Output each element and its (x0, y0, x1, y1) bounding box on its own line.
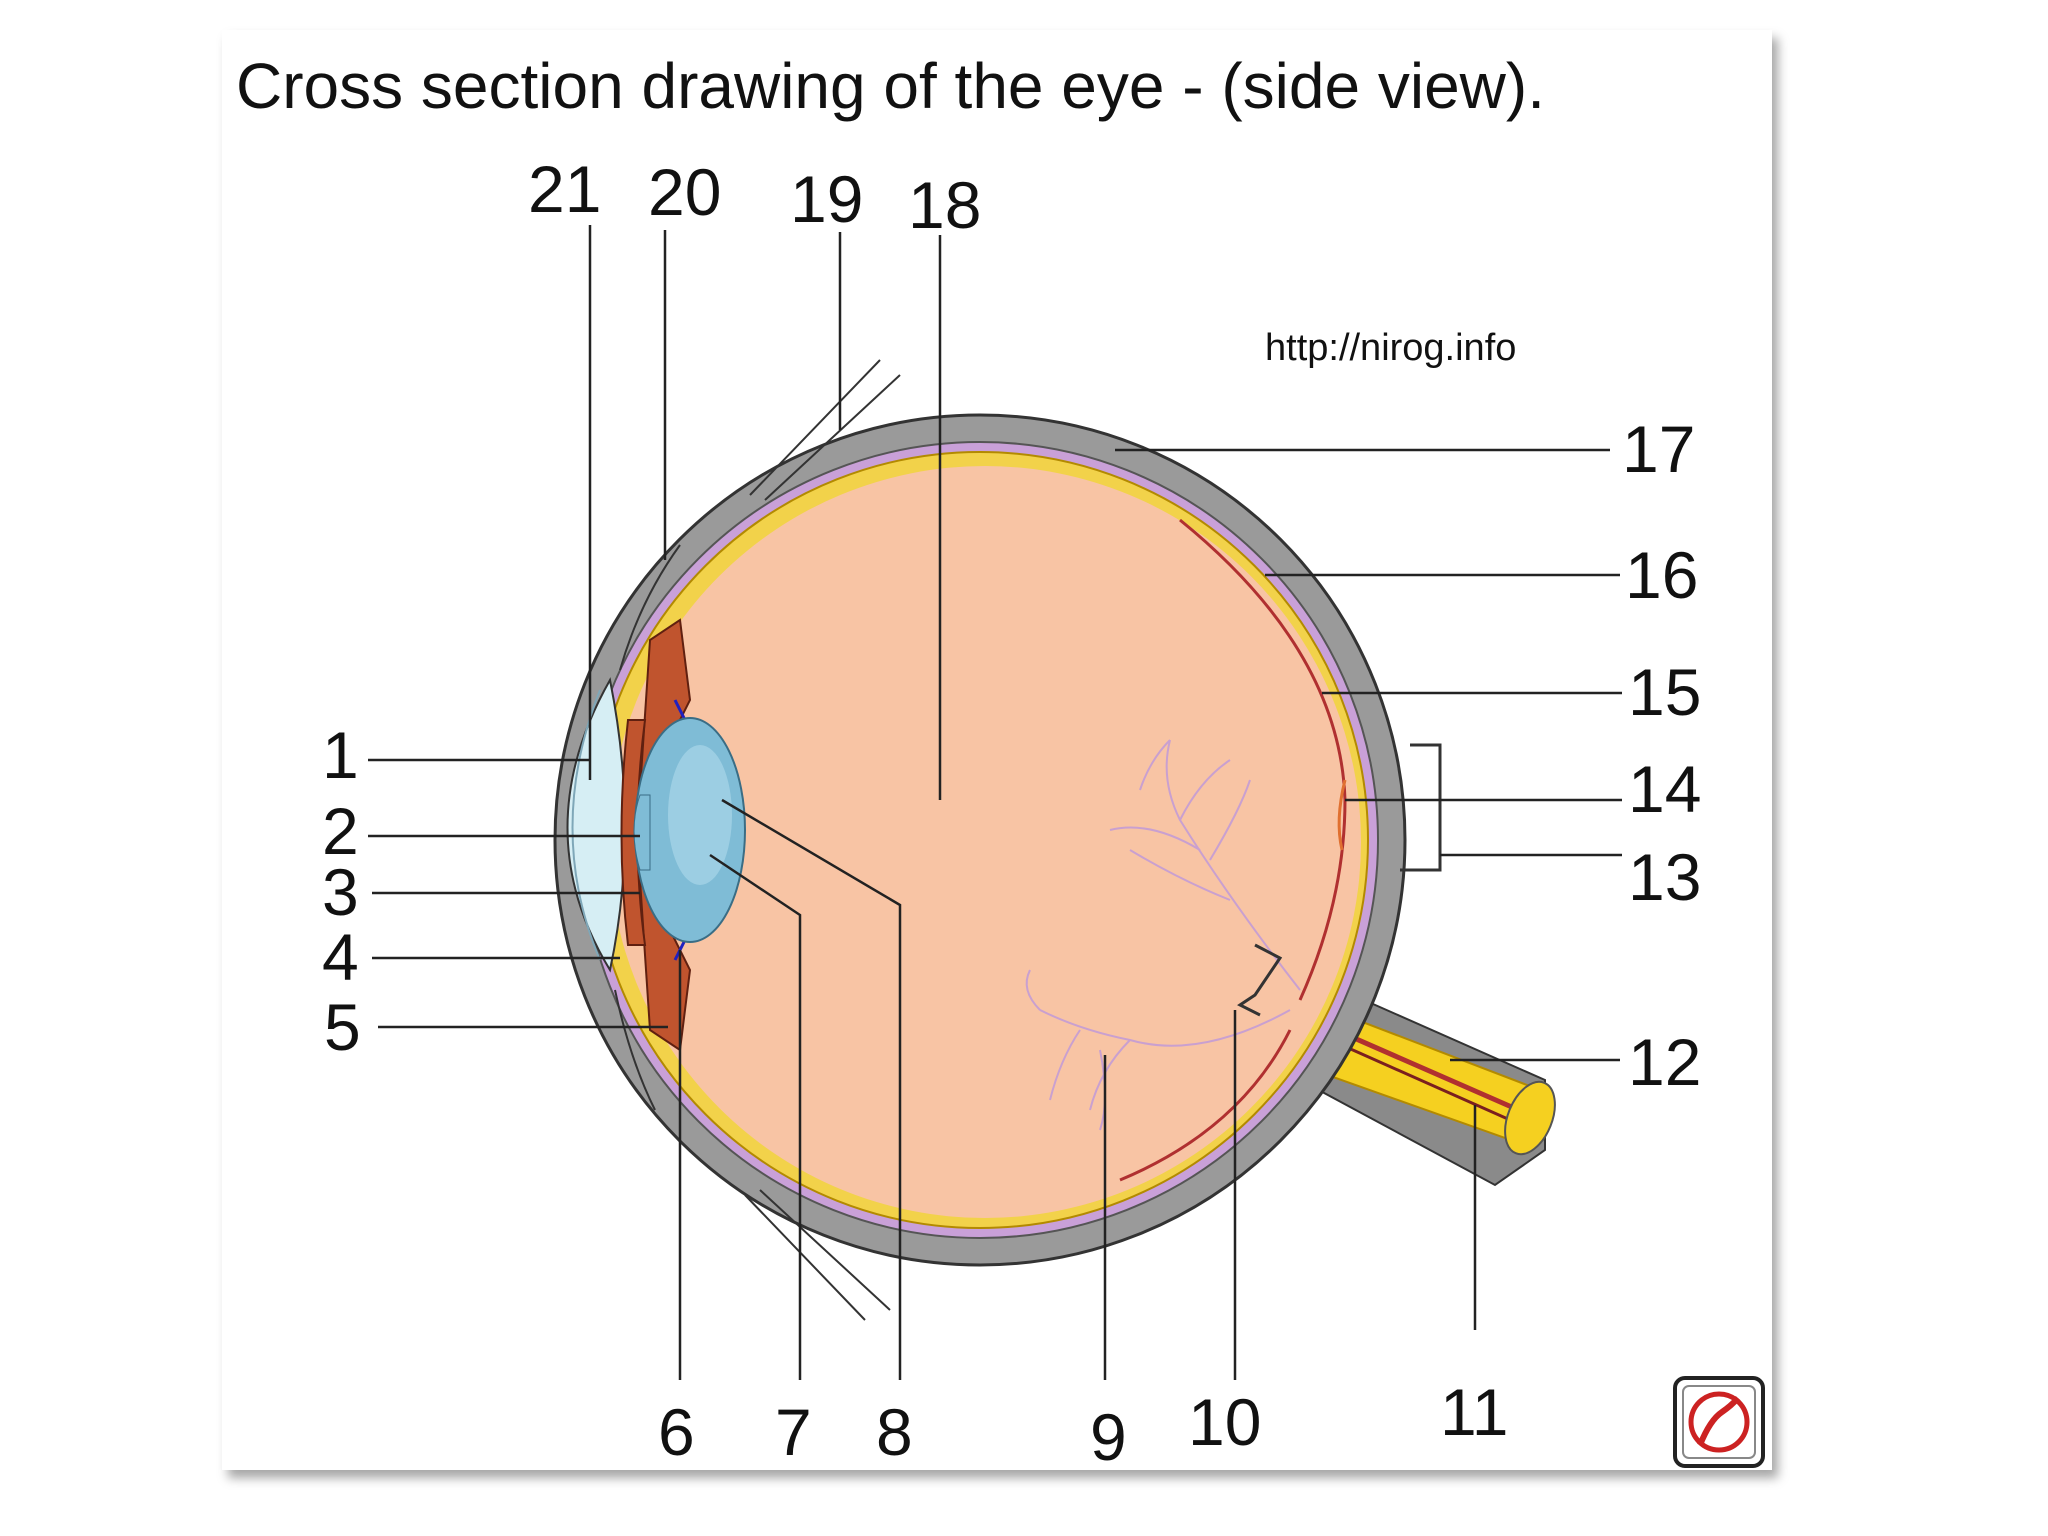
label-16: 16 (1625, 538, 1698, 612)
leader-lines (368, 225, 1622, 1380)
label-14: 14 (1628, 752, 1701, 826)
watermark-url: http://nirog.info (1265, 327, 1516, 369)
number-labels: 1 2 3 4 5 6 7 8 9 10 11 12 13 14 15 16 1… (322, 152, 1701, 1474)
vessel-branches (1025, 739, 1301, 1131)
extraocular-muscles (744, 359, 901, 1321)
label-20: 20 (648, 155, 721, 229)
label-15: 15 (1628, 655, 1701, 729)
label-8: 8 (876, 1395, 913, 1469)
diagram-title: Cross section drawing of the eye - (side… (236, 50, 1545, 122)
label-17: 17 (1622, 412, 1695, 486)
label-6: 6 (658, 1395, 695, 1469)
label-10: 10 (1188, 1385, 1261, 1459)
label-18: 18 (908, 168, 981, 242)
label-2: 2 (322, 794, 359, 868)
label-19: 19 (790, 162, 863, 236)
conjunctiva (614, 544, 681, 1111)
bracket-macula (1400, 743, 1442, 872)
label-4: 4 (322, 920, 359, 994)
vitreous-body (609, 466, 1361, 1218)
label-5: 5 (324, 990, 361, 1064)
label-1: 1 (322, 718, 359, 792)
label-12: 12 (1628, 1025, 1701, 1099)
label-13: 13 (1628, 840, 1701, 914)
bracket-blind-spot (1237, 943, 1283, 1017)
label-7: 7 (775, 1395, 812, 1469)
iris (620, 719, 647, 946)
label-9: 9 (1090, 1400, 1127, 1474)
nirog-logo-icon (1673, 1376, 1765, 1468)
ciliary-body-lower (638, 876, 692, 1052)
fovea (1337, 779, 1347, 851)
retinal-vessel-lower (1119, 1029, 1292, 1182)
label-11: 11 (1440, 1375, 1509, 1449)
label-21: 21 (528, 152, 601, 226)
label-3: 3 (322, 855, 359, 929)
